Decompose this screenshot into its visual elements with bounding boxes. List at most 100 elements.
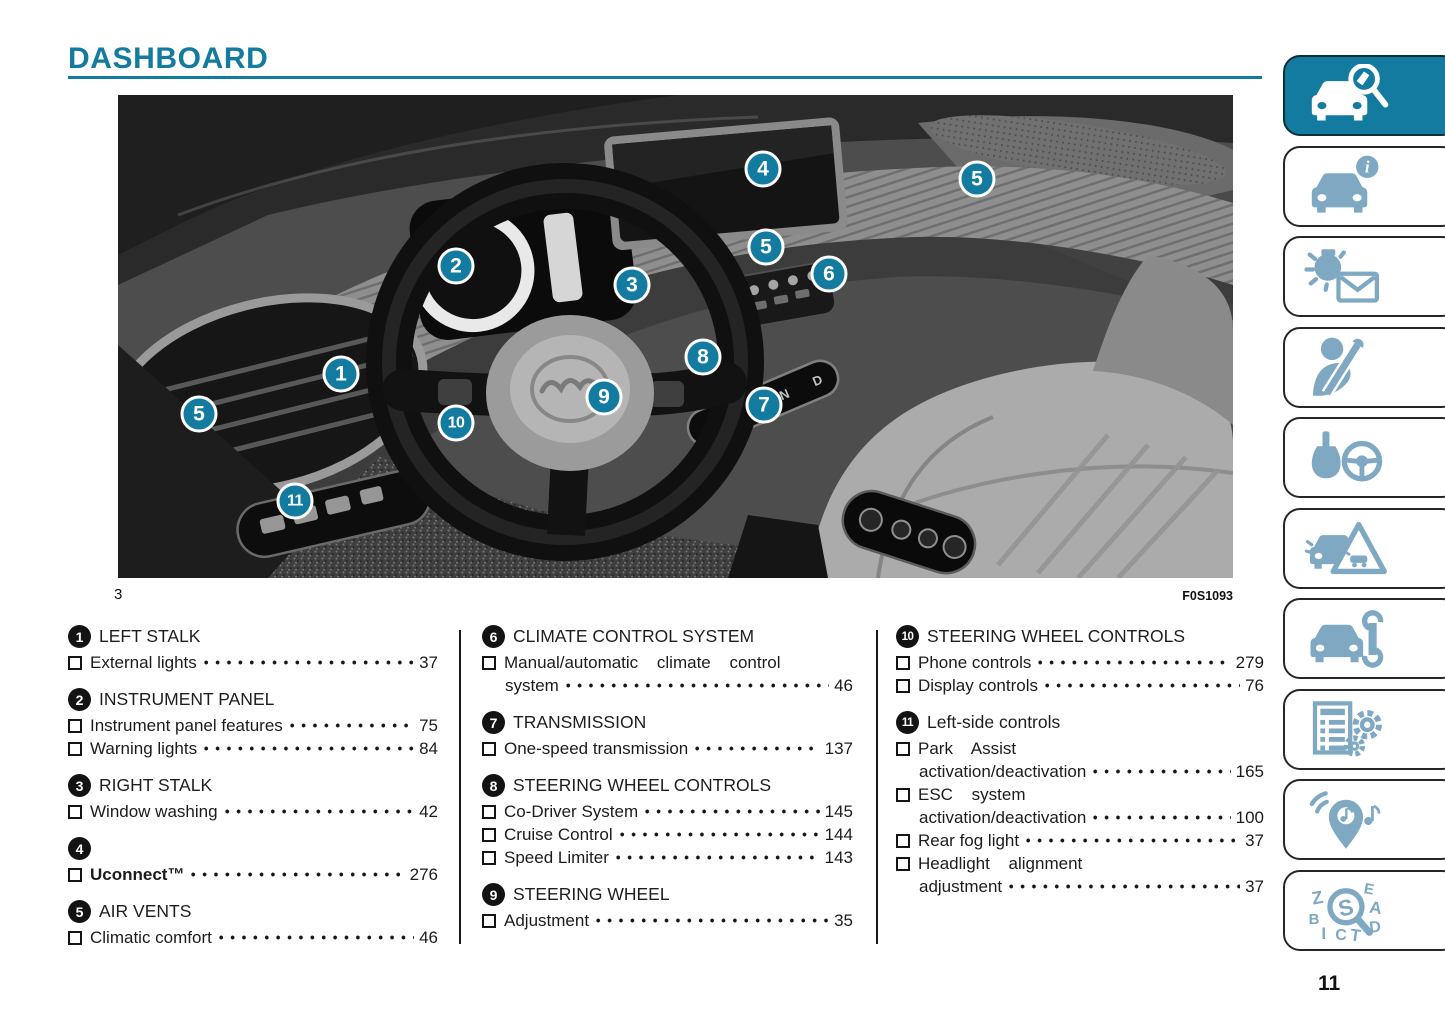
index-entry[interactable]: Instrument panel features 75	[68, 714, 438, 737]
square-bullet-icon	[68, 804, 82, 819]
entry-label-continued: system	[505, 676, 559, 695]
entry-label: Speed Limiter	[504, 848, 609, 867]
entry-line-1: Manual/automatic climate control	[482, 651, 853, 674]
entry-label: External lights	[90, 653, 197, 672]
entry-label: ESC system	[918, 785, 1026, 804]
svg-text:I: I	[1321, 924, 1326, 942]
svg-text:B: B	[1309, 911, 1320, 928]
entry-label: Window washing	[90, 802, 218, 821]
section-number-badge: 11	[896, 711, 919, 734]
square-bullet-icon	[482, 850, 496, 865]
square-bullet-icon	[482, 804, 496, 819]
entry-line-1: Headlight alignment	[896, 852, 1264, 875]
column-divider	[876, 630, 878, 944]
sidebar-tab-car-magnifier[interactable]	[1283, 55, 1445, 136]
figure-callout-2: 2	[437, 247, 475, 285]
page-reference: 37	[1245, 831, 1264, 850]
entry-label: Park Assist	[918, 739, 1017, 758]
sidebar-tab-car-warning-triangle[interactable]	[1283, 507, 1445, 589]
square-bullet-icon	[896, 678, 910, 693]
section-number-badge: 8	[482, 774, 505, 797]
sidebar-tab-multimedia-location-pin[interactable]	[1283, 779, 1445, 860]
square-bullet-icon	[68, 655, 82, 670]
sidebar-tab-car-info[interactable]: i	[1283, 145, 1445, 227]
section-number-badge: 7	[482, 711, 505, 734]
sidebar-tab-occupant-seatbelt[interactable]	[1283, 326, 1445, 408]
page-reference: 144	[824, 825, 853, 844]
entry-line-1: ESC system	[896, 783, 1264, 806]
sidebar-tab-spec-list-gears[interactable]	[1283, 688, 1445, 770]
page-reference: 46	[419, 928, 438, 947]
svg-text:E: E	[1363, 880, 1376, 898]
section-number-badge: 2	[68, 688, 91, 711]
sidebar-tab-gear-knob-steering-wheel[interactable]	[1283, 417, 1445, 498]
square-bullet-icon	[68, 867, 82, 882]
sidebar-tab-warning-light-envelope[interactable]	[1283, 236, 1445, 317]
page-reference: 37	[1245, 877, 1264, 896]
page-reference: 145	[824, 802, 853, 821]
gear-knob-steering-wheel-icon	[1311, 430, 1383, 481]
square-bullet-icon	[896, 856, 910, 871]
sidebar-tab-car-wrench[interactable]	[1283, 598, 1445, 679]
section-title: RIGHT STALK	[99, 775, 213, 795]
svg-text:T: T	[1349, 925, 1363, 942]
figure-callout-7: 7	[745, 386, 783, 424]
page-reference: 279	[1235, 653, 1264, 672]
section-title: AIR VENTS	[99, 901, 192, 921]
car-info-icon: i	[1311, 155, 1379, 213]
entry-line: Instrument panel features 75	[68, 714, 438, 737]
svg-text:A: A	[1368, 898, 1383, 919]
sidebar-tab-alphabet-magnifier[interactable]: Z E B A I C T D S	[1283, 869, 1445, 951]
page-reference: 75	[419, 716, 438, 735]
entry-label: Instrument panel features	[90, 716, 283, 735]
square-bullet-icon	[482, 913, 496, 928]
page-reference: 100	[1235, 808, 1264, 827]
index-entry[interactable]: Co-Driver System 145	[482, 800, 853, 823]
chapter-tab-strip: i	[1283, 55, 1445, 960]
section-number-badge: 1	[68, 625, 91, 648]
square-bullet-icon	[68, 741, 82, 756]
entry-label: Co-Driver System	[504, 802, 639, 821]
page-reference: 84	[419, 739, 438, 758]
figure-callout-9: 9	[585, 378, 623, 416]
spec-list-gears-icon	[1312, 701, 1382, 757]
